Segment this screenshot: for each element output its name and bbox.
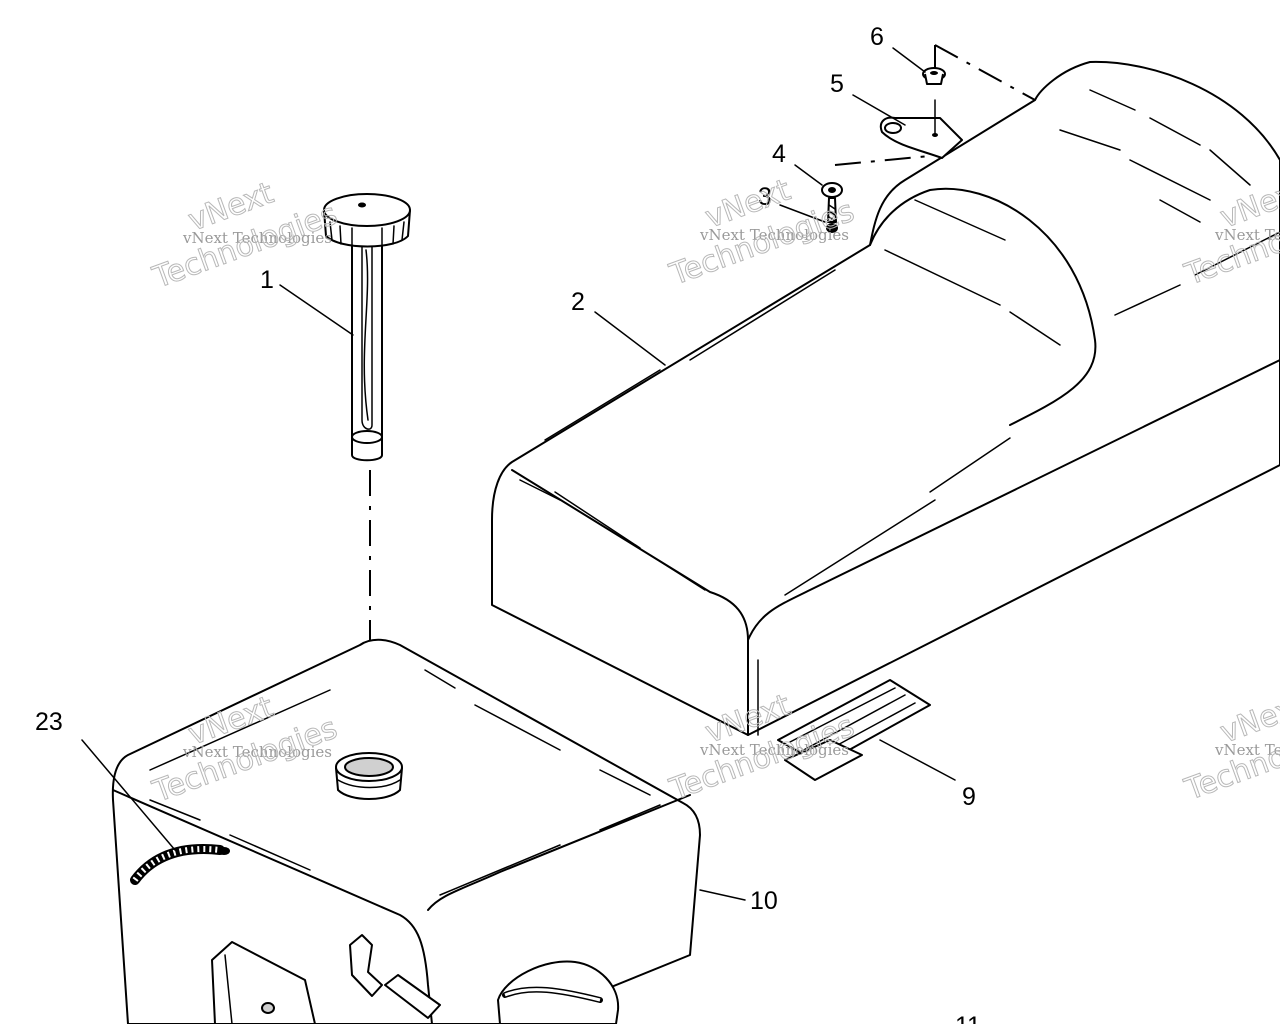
filler-neck: [335, 752, 403, 800]
svg-text:vNext Technologies: vNext Technologies: [1214, 226, 1280, 244]
washer: [821, 182, 843, 198]
svg-text:vNext Technologies: vNext Technologies: [699, 741, 849, 759]
seat-hardware: [821, 44, 1036, 233]
fuel-fitting: [349, 934, 441, 1019]
callout-23: 23: [35, 708, 63, 736]
callout-1: 1: [260, 266, 274, 294]
bolt: [826, 197, 838, 233]
seat-strap: [777, 679, 931, 781]
seat: [491, 60, 1280, 736]
callout-5: 5: [830, 70, 844, 98]
watermark-1: vNext Technologies vNext Technologies: [147, 175, 342, 296]
callout-2: 2: [571, 288, 585, 316]
svg-text:vNext Technologies: vNext Technologies: [182, 229, 332, 247]
sending-unit: [211, 941, 316, 1024]
vent-hose: [130, 844, 230, 885]
callout-9: 9: [962, 783, 976, 811]
svg-text:vNext Technologies: vNext Technologies: [182, 743, 332, 761]
callout-labels: 1 2 3 4 5 6 9 10 11 23: [35, 23, 981, 1024]
callout-11: 11: [955, 1012, 981, 1024]
callout-3: 3: [758, 183, 772, 211]
watermark-6: vNext Technologies vNext Technologies: [1179, 687, 1280, 808]
svg-text:vNext Technologies: vNext Technologies: [699, 226, 849, 244]
fuel-tank: [111, 638, 701, 1024]
fuel-gauge-dipstick: [323, 193, 411, 462]
callout-10: 10: [750, 887, 778, 915]
seat-bracket: [879, 99, 963, 159]
callout-4: 4: [772, 140, 786, 168]
nut: [922, 67, 946, 85]
leader-lines: [81, 47, 956, 901]
callout-6: 6: [870, 23, 884, 51]
fuel-line: [497, 960, 620, 1024]
svg-text:vNext Technologies: vNext Technologies: [1214, 741, 1280, 759]
